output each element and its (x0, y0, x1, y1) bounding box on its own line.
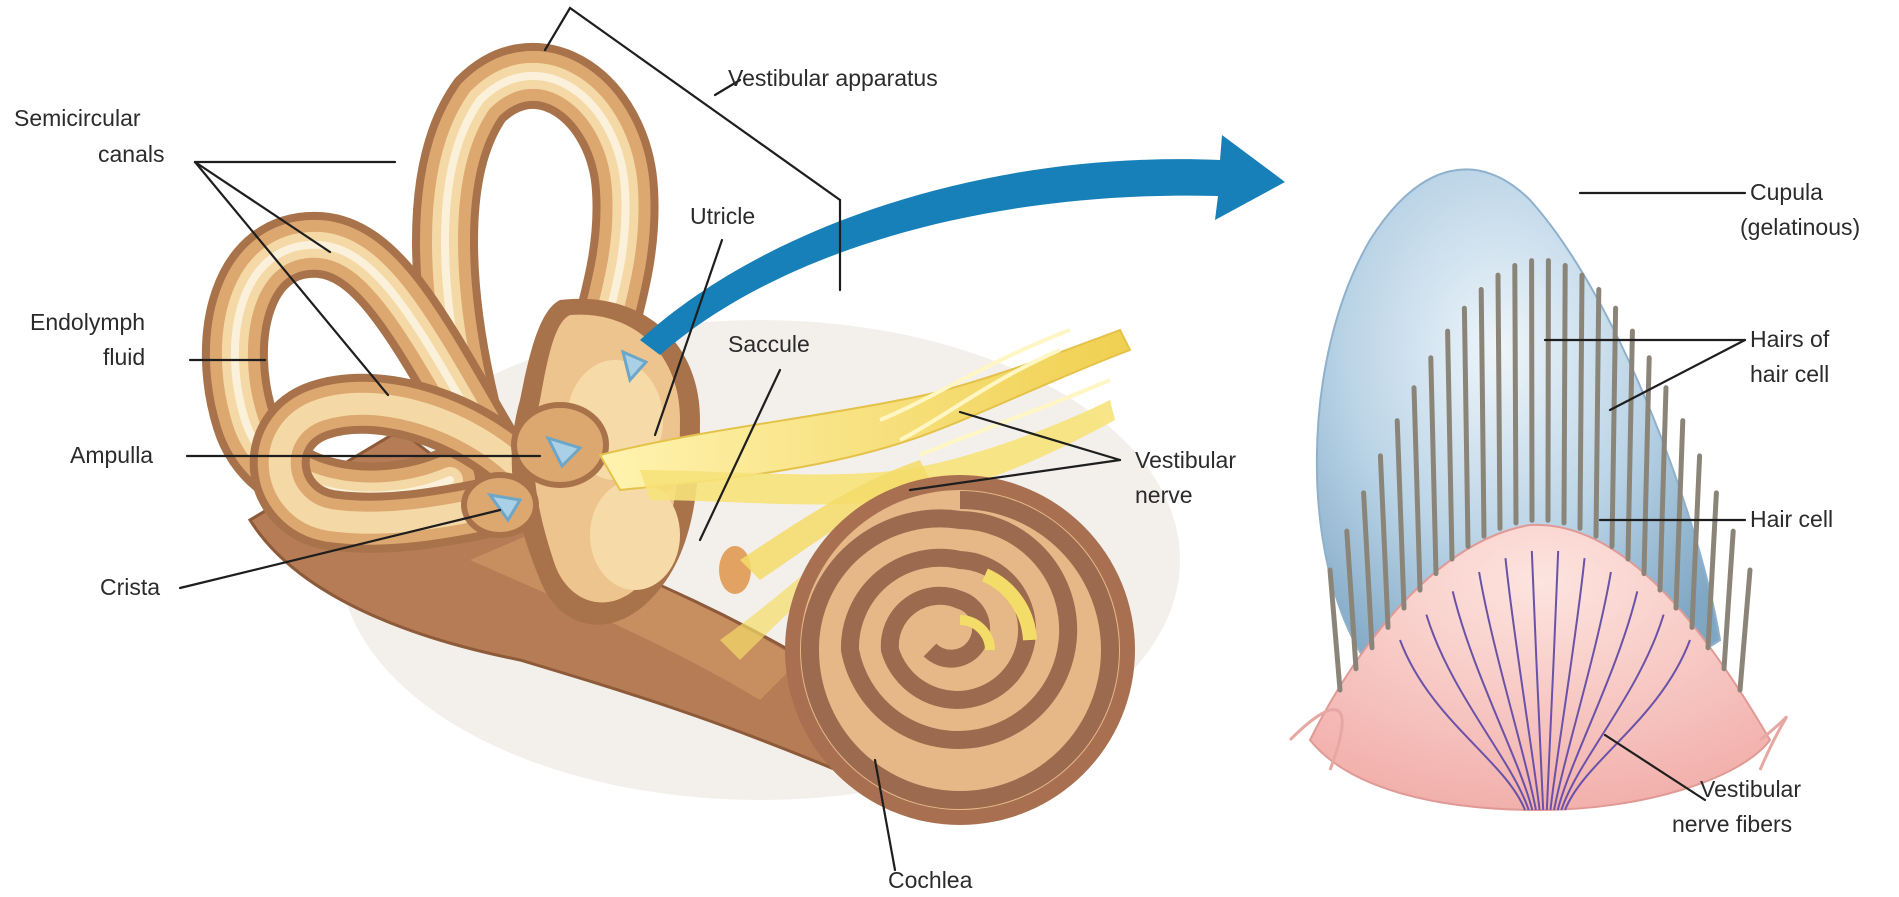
cupula-detail (1290, 169, 1786, 810)
stereocilia-hair (1580, 275, 1582, 528)
stereocilia-hair (1481, 290, 1484, 537)
label-ampulla: Ampulla (70, 442, 153, 468)
label-semicircular-line1: Semicircular (14, 105, 141, 131)
label-endolymph-line1: Endolymph (30, 309, 145, 335)
stereocilia-hair (1740, 570, 1750, 690)
label-vestibular-apparatus: Vestibular apparatus (728, 65, 938, 91)
stereocilia-hair (1596, 290, 1599, 537)
label-hair-cell: Hair cell (1750, 506, 1833, 532)
stereocilia-hair (1724, 531, 1733, 669)
stereocilia-hair (1515, 265, 1516, 523)
label-nerve-fibers-line2: nerve fibers (1672, 811, 1792, 837)
label-vestibular-nerve-line1: Vestibular (1135, 447, 1236, 473)
label-cupula-line1: Cupula (1750, 179, 1823, 205)
label-utricle: Utricle (690, 203, 755, 229)
label-cochlea: Cochlea (888, 867, 973, 893)
stereocilia-hair (1564, 265, 1565, 523)
label-hairs-line1: Hairs of (1750, 326, 1830, 352)
stereocilia-hair (1498, 275, 1500, 528)
macula-spot-2 (719, 546, 751, 594)
label-crista: Crista (100, 574, 160, 600)
label-endolymph-line2: fluid (103, 344, 145, 370)
label-vestibular-nerve-line2: nerve (1135, 482, 1193, 508)
label-saccule: Saccule (728, 331, 810, 357)
label-nerve-fibers-line1: Vestibular (1700, 776, 1801, 802)
label-semicircular-line2: canals (98, 141, 164, 167)
label-cupula-line2: (gelatinous) (1740, 214, 1860, 240)
cochlea-shell (785, 475, 1135, 825)
label-hairs-line2: hair cell (1750, 361, 1829, 387)
